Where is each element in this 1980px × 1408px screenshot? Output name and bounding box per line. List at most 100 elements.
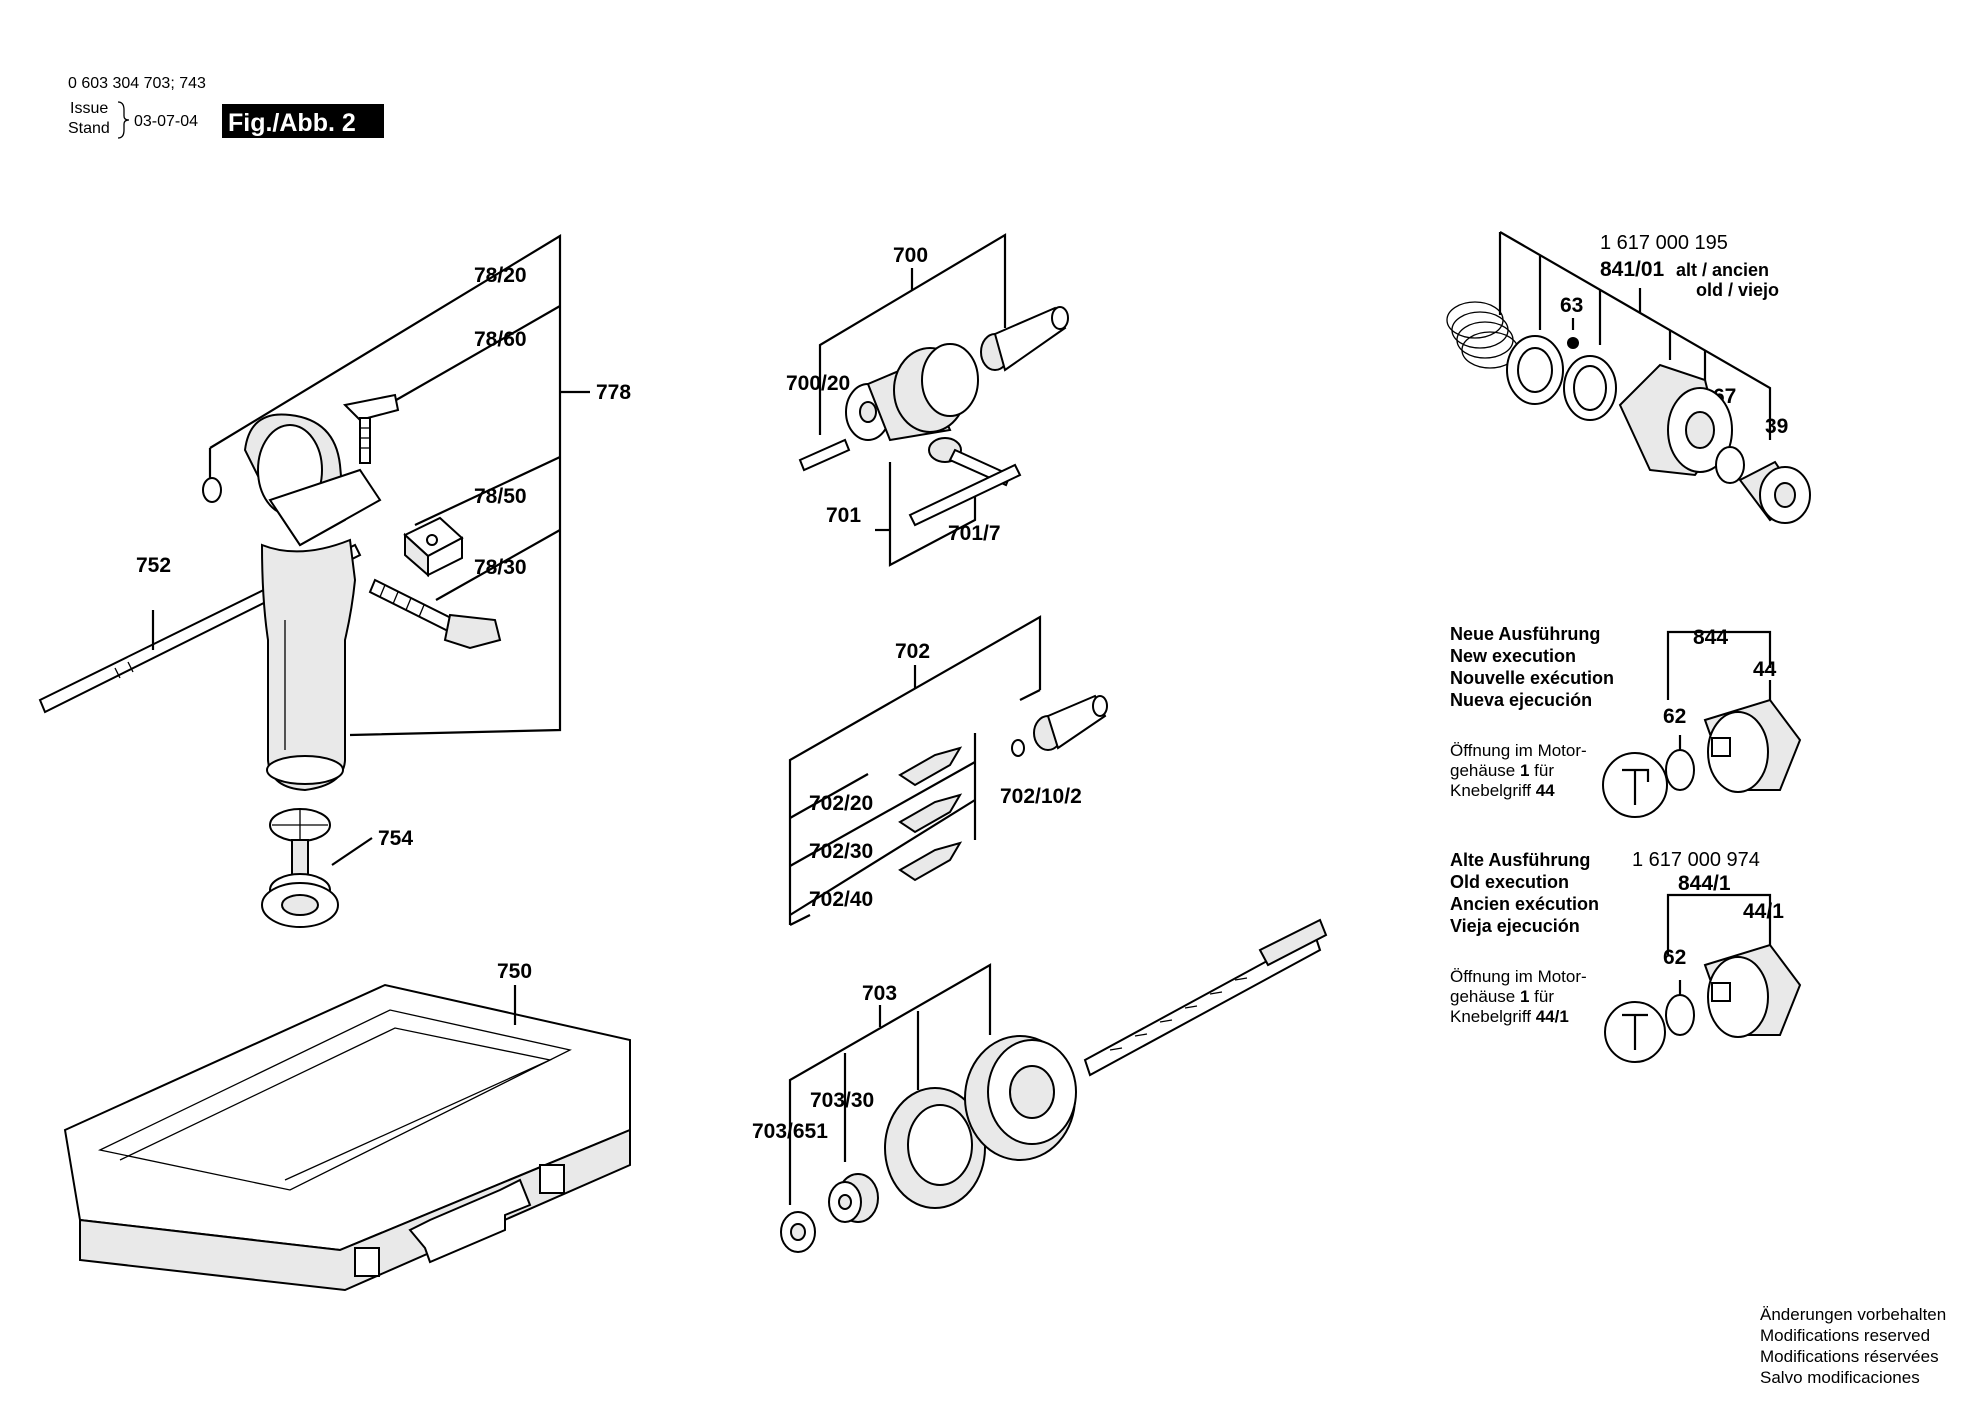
ring-67 <box>1715 446 1745 484</box>
issue-date: 03-07-04 <box>134 113 198 130</box>
motor-housing-opening-old <box>1604 1001 1666 1063</box>
old-exec-part-number: 1 617 000 974 <box>1632 849 1760 871</box>
o-ring-62-old <box>1665 994 1695 1036</box>
guide-sleeve <box>1618 363 1733 477</box>
motor-housing-opening-new <box>1602 752 1668 818</box>
part-numbers: 0 603 304 703; 743 <box>68 75 206 92</box>
pulley-disc <box>964 1035 1077 1161</box>
bracket-778 <box>209 234 562 737</box>
auxiliary-handle-group: 778 78/20 78/60 78/50 78/30 <box>38 234 631 928</box>
callout-700-20: 700/20 <box>786 372 850 395</box>
case-latch-left <box>354 1247 380 1277</box>
footer-notice: Änderungen vorbehalten Modifications res… <box>1760 1305 1946 1387</box>
wing-screw-78-60 <box>342 393 400 464</box>
callout-44-1: 44/1 <box>1743 900 1784 923</box>
chuck-key-701-7 <box>908 437 1022 527</box>
callout-62-old: 62 <box>1663 946 1686 969</box>
old-part-note: alt / ancien <box>1676 260 1769 280</box>
footer-line-es: Salvo modificaciones <box>1760 1368 1920 1387</box>
header-brace <box>117 101 130 139</box>
old-exec-opening-1: Öffnung im Motor- <box>1450 967 1587 986</box>
bracket-841-01 <box>1499 231 1772 440</box>
old-exec-opening-2: gehäuse 1 für <box>1450 987 1554 1006</box>
footer-line-fr: Modifications réservées <box>1760 1347 1939 1366</box>
o-ring-62-new <box>1665 749 1695 791</box>
new-exec-opening-3: Knebelgriff 44 <box>1450 781 1555 800</box>
callout-703-651: 703/651 <box>752 1120 828 1143</box>
callout-702-40: 702/40 <box>809 888 873 911</box>
gear-ring <box>884 1087 986 1209</box>
new-exec-line-fr: Nouvelle exécution <box>1450 668 1614 688</box>
drill-chuck-group-700: 700 700/20 701 701/7 <box>786 233 1069 567</box>
hammer-component-group: 1 617 000 195 841/01 alt / ancien old / … <box>1446 231 1811 524</box>
new-exec-line-de: Neue Ausführung <box>1450 624 1600 644</box>
old-exec-opening-3: Knebelgriff 44/1 <box>1450 1007 1569 1026</box>
screwdriver-bit-group-702: 702 702/20 702/30 702/40 702/10/2 <box>788 615 1108 926</box>
figure-label: Fig./Abb. 2 <box>228 109 356 137</box>
callout-39: 39 <box>1765 415 1788 438</box>
new-exec-opening-2: gehäuse 1 für <box>1450 761 1554 780</box>
new-exec-line-en: New execution <box>1450 646 1576 666</box>
handle-clamp-ring <box>243 413 382 547</box>
spacer-703-651 <box>780 1211 816 1253</box>
old-part-number: 1 617 000 195 <box>1600 232 1728 254</box>
carrying-case-750: 750 <box>63 960 631 1292</box>
old-exec-line-fr: Ancien exécution <box>1450 894 1599 914</box>
callout-754: 754 <box>378 827 413 850</box>
callout-44: 44 <box>1753 658 1777 681</box>
rotary-knob-44 <box>1703 698 1802 793</box>
old-part-note2: old / viejo <box>1696 280 1779 300</box>
ball-63 <box>1567 337 1579 349</box>
callout-778: 778 <box>596 381 631 404</box>
bracket-703 <box>788 963 992 1195</box>
old-exec-line-es: Vieja ejecución <box>1450 916 1580 936</box>
retaining-ring-702-10-2 <box>1011 739 1025 757</box>
callout-700: 700 <box>893 244 928 267</box>
old-exec-line-en: Old execution <box>1450 872 1569 892</box>
callout-703: 703 <box>862 982 897 1005</box>
bit-702-40 <box>898 841 963 882</box>
callout-702-20: 702/20 <box>809 792 873 815</box>
bit-holder-702 <box>1033 694 1108 751</box>
new-execution-block: Neue Ausführung New execution Nouvelle e… <box>1450 624 1802 818</box>
auxiliary-handle-grip <box>260 538 357 792</box>
callout-703-30: 703/30 <box>810 1089 874 1112</box>
bit-702-20 <box>898 746 963 787</box>
callout-702: 702 <box>895 640 930 663</box>
spring <box>1446 301 1519 369</box>
drill-bit <box>1083 918 1328 1077</box>
bit-702-30 <box>898 793 963 834</box>
footer-line-en: Modifications reserved <box>1760 1326 1930 1345</box>
new-exec-line-es: Nueva ejecución <box>1450 690 1592 710</box>
adapter-group-703: 703 703/30 703/651 <box>752 918 1328 1253</box>
callout-701: 701 <box>826 504 861 527</box>
footer-line-de: Änderungen vorbehalten <box>1760 1305 1946 1324</box>
washer <box>1506 335 1564 405</box>
callout-702-30: 702/30 <box>809 840 873 863</box>
callout-78-30: 78/30 <box>474 556 527 579</box>
ring-seal <box>1563 355 1617 421</box>
washer-78-20 <box>202 477 222 503</box>
old-part-ref: 841/01 <box>1600 258 1665 281</box>
callout-78-60: 78/60 <box>474 328 527 351</box>
callout-750: 750 <box>497 960 532 983</box>
adapter-703-30 <box>828 1173 879 1223</box>
cap-39 <box>1738 460 1811 524</box>
callout-702-10-2: 702/10/2 <box>1000 785 1082 808</box>
callout-78-20: 78/20 <box>474 264 527 287</box>
callout-62-new: 62 <box>1663 705 1686 728</box>
sds-adapter <box>980 306 1069 372</box>
new-exec-opening-1: Öffnung im Motor- <box>1450 741 1587 760</box>
issue-label: Issue <box>70 100 108 117</box>
callout-78-50: 78/50 <box>474 485 527 508</box>
callout-844: 844 <box>1693 626 1728 649</box>
drill-chuck-700 <box>845 343 979 442</box>
stand-label: Stand <box>68 120 110 137</box>
callout-844-1: 844/1 <box>1678 872 1731 895</box>
old-execution-block: Alte Ausführung Old execution Ancien exé… <box>1450 849 1802 1063</box>
old-exec-line-de: Alte Ausführung <box>1450 850 1590 870</box>
header: 0 603 304 703; 743 Issue Stand 03-07-04 … <box>68 75 384 139</box>
case-latch-right <box>539 1164 565 1194</box>
rotary-knob-44-1 <box>1703 943 1802 1038</box>
